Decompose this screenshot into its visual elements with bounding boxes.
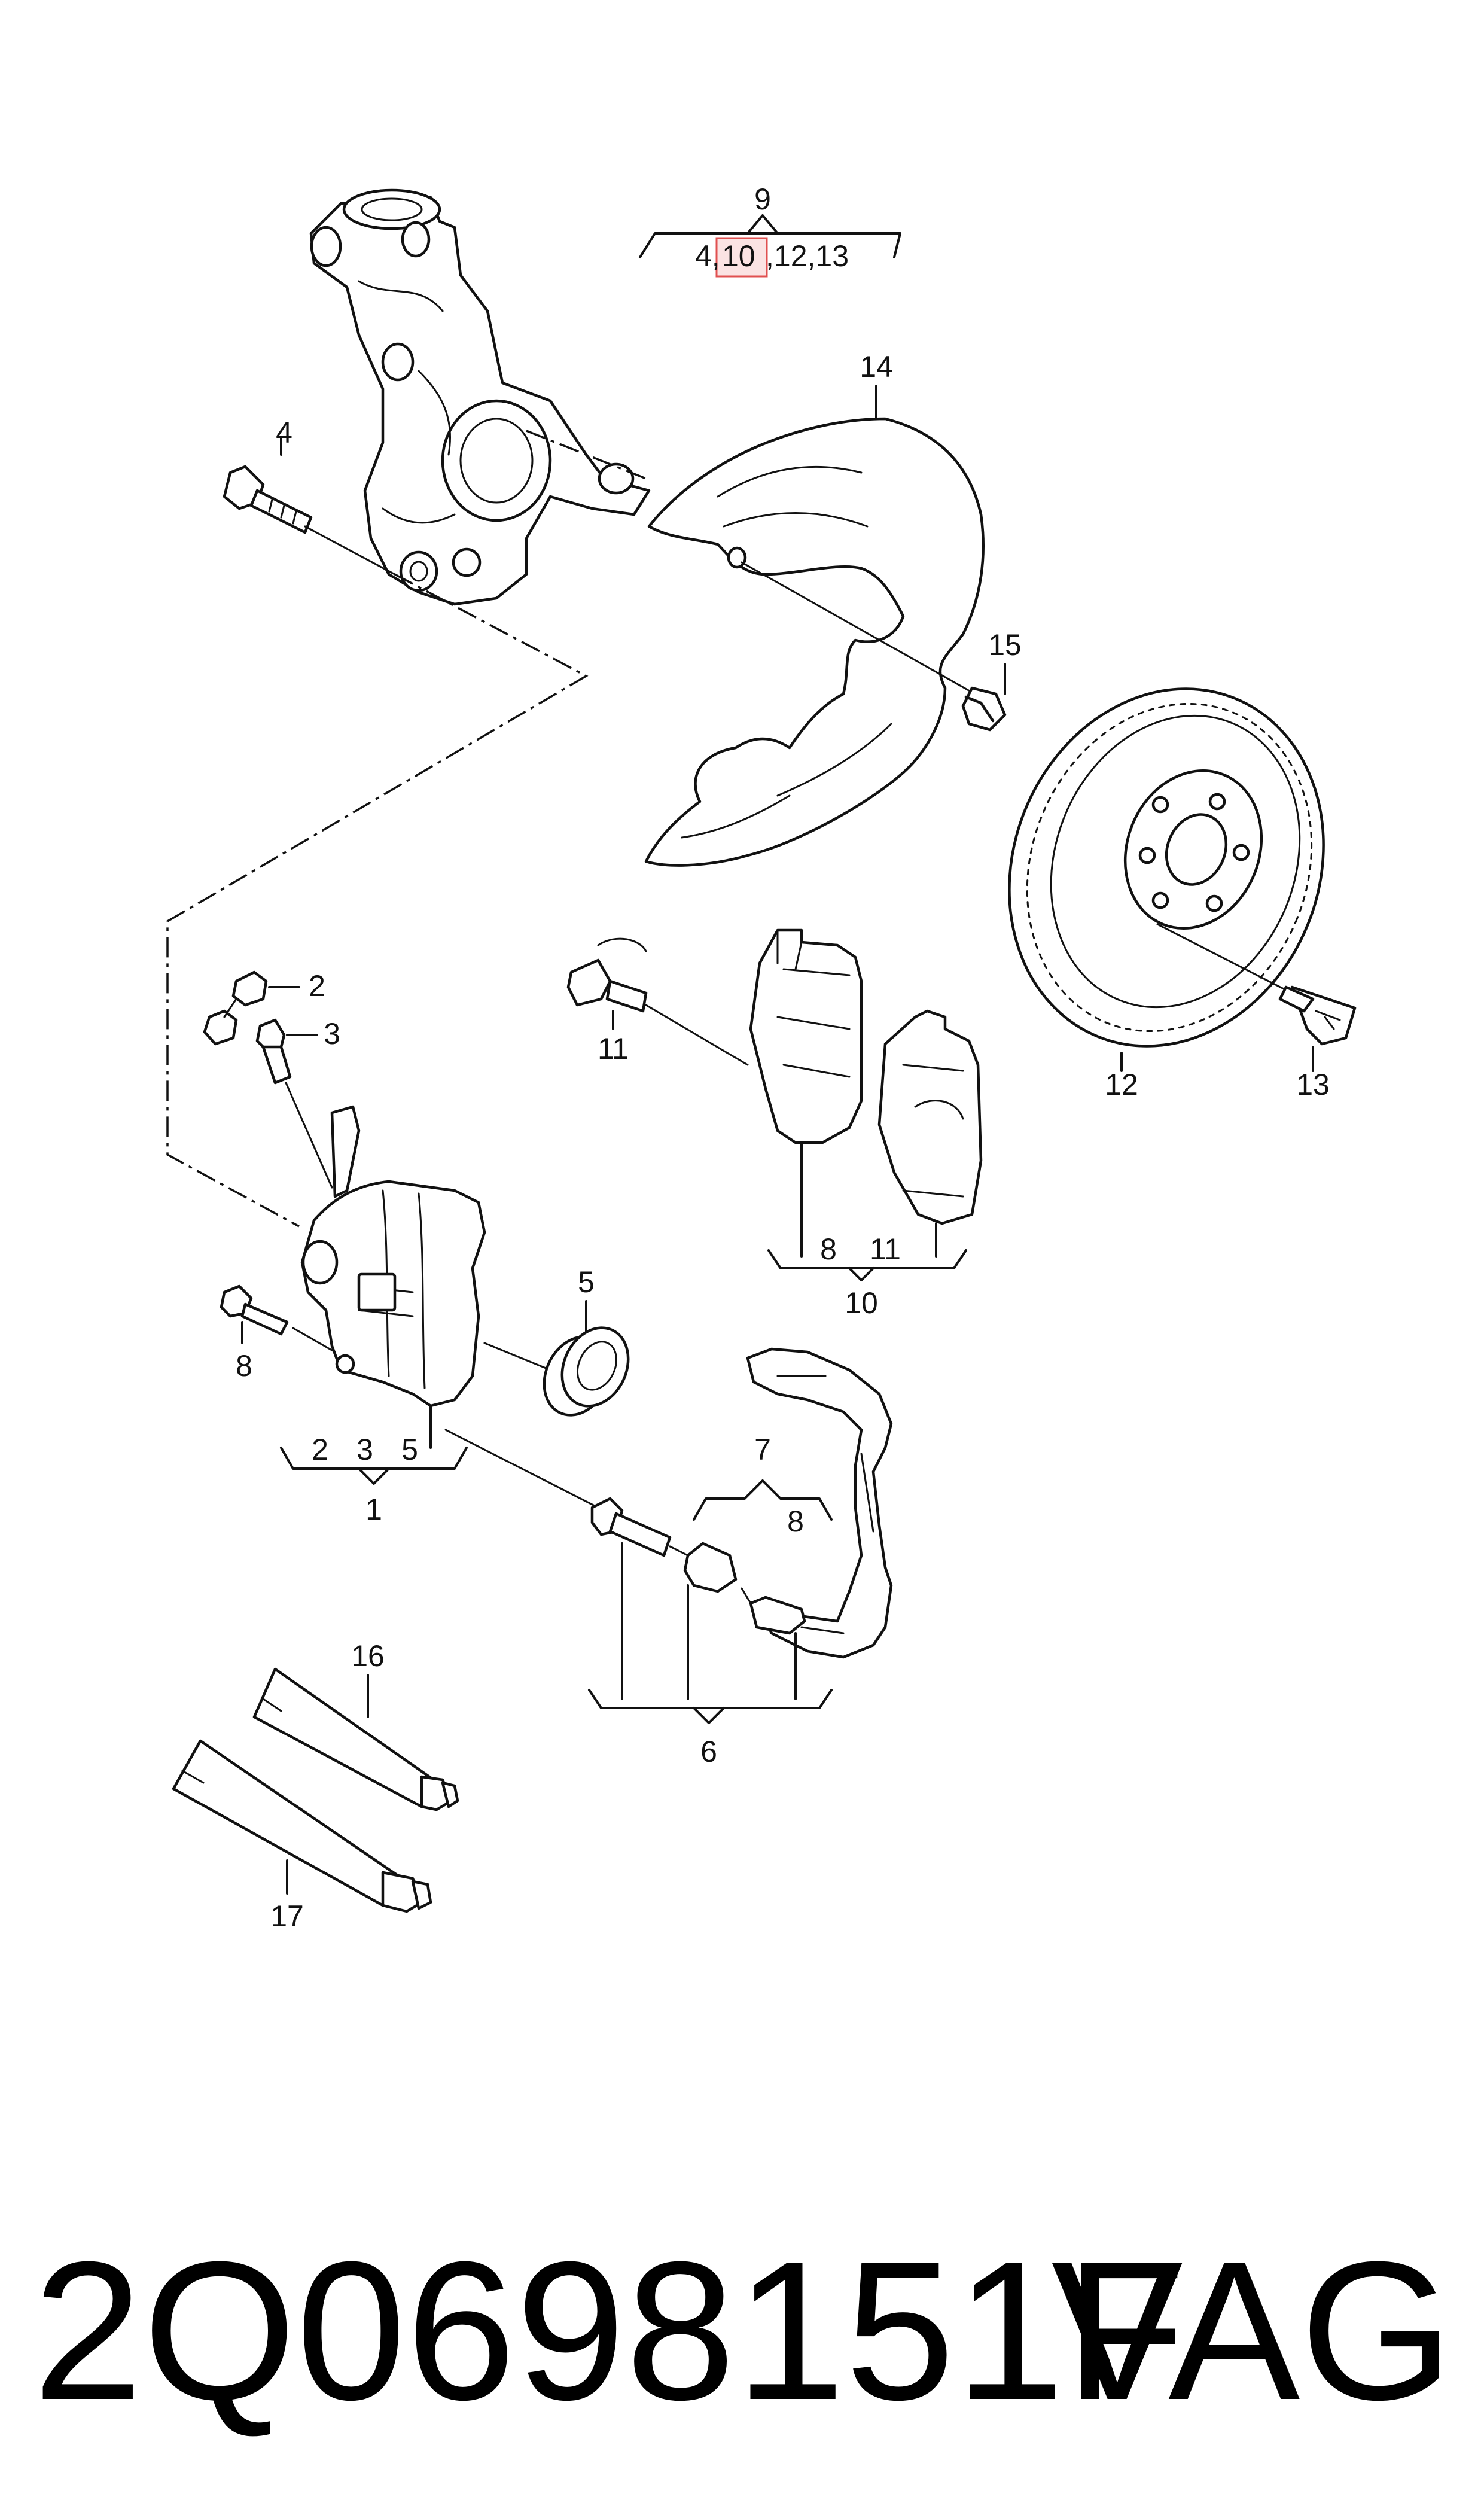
kit-item-10: 10 — [722, 239, 755, 273]
kit-item-4: 4, — [695, 239, 720, 273]
callout-5: 5 — [578, 1265, 595, 1299]
bolt-8: 8 — [220, 1284, 289, 1383]
part-number: 2Q0698151F — [33, 2220, 1186, 2441]
screw-13: 13 — [1156, 923, 1357, 1101]
callout-8a: 8 — [820, 1232, 837, 1266]
callout-16: 16 — [351, 1639, 385, 1673]
bolt-3: 3 — [255, 1017, 340, 1189]
callout-11a: 11 — [598, 1032, 629, 1065]
seal-5: 5 — [543, 1265, 630, 1417]
grease-tube-16: 16 — [252, 1639, 459, 1811]
brake-pad-inner — [877, 1009, 983, 1225]
splash-shield-14: 14 — [644, 350, 985, 867]
leader-knuckle-shield — [526, 430, 647, 480]
callout-17: 17 — [270, 1899, 304, 1933]
kit-header-9: 9 4, 10 ,12,13 — [639, 182, 901, 278]
brake-disc-12: 12 — [1008, 687, 1325, 1101]
wear-sensor-11: 11 — [566, 937, 749, 1066]
callout-3: 3 — [324, 1017, 340, 1051]
steering-knuckle — [309, 188, 651, 606]
callout-15: 15 — [988, 628, 1022, 662]
kit-item-12-13: ,12,13 — [766, 239, 849, 273]
callout-6: 6 — [700, 1735, 717, 1768]
guide-pin-kit-6: 6 — [588, 1497, 833, 1768]
callout-7: 7 — [754, 1433, 771, 1466]
callout-5b: 5 — [401, 1433, 418, 1466]
brand-name: VAG — [1052, 2220, 1453, 2441]
highlight-box — [715, 237, 768, 278]
bleeder-2: 2 — [203, 969, 325, 1046]
callout-3b: 3 — [356, 1433, 373, 1466]
callout-2b: 2 — [312, 1433, 328, 1466]
callout-11b: 11 — [870, 1232, 901, 1266]
callout-4: 4 — [276, 416, 292, 449]
callout-8b: 8 — [236, 1349, 252, 1383]
callout-12: 12 — [1105, 1068, 1138, 1101]
callout-8c: 8 — [787, 1505, 804, 1538]
callout-9: 9 — [754, 182, 771, 216]
callout-13: 13 — [1296, 1068, 1330, 1101]
brake-pad-outer — [749, 928, 863, 1144]
callout-2: 2 — [309, 969, 325, 1003]
bolt-4: 4 — [223, 416, 396, 576]
bolt-15: 15 — [961, 628, 1022, 732]
callout-1: 1 — [365, 1493, 382, 1526]
pad-kit-10: 8 11 10 — [767, 1141, 967, 1320]
callout-14: 14 — [860, 350, 893, 383]
leader-knuckle-caliper — [166, 573, 589, 1228]
grease-tube-17: 17 — [172, 1739, 432, 1933]
brake-caliper-1: 2 3 5 1 — [280, 1105, 599, 1526]
callout-10: 10 — [845, 1286, 878, 1320]
bracket-7: 7 8 — [693, 1347, 893, 1659]
